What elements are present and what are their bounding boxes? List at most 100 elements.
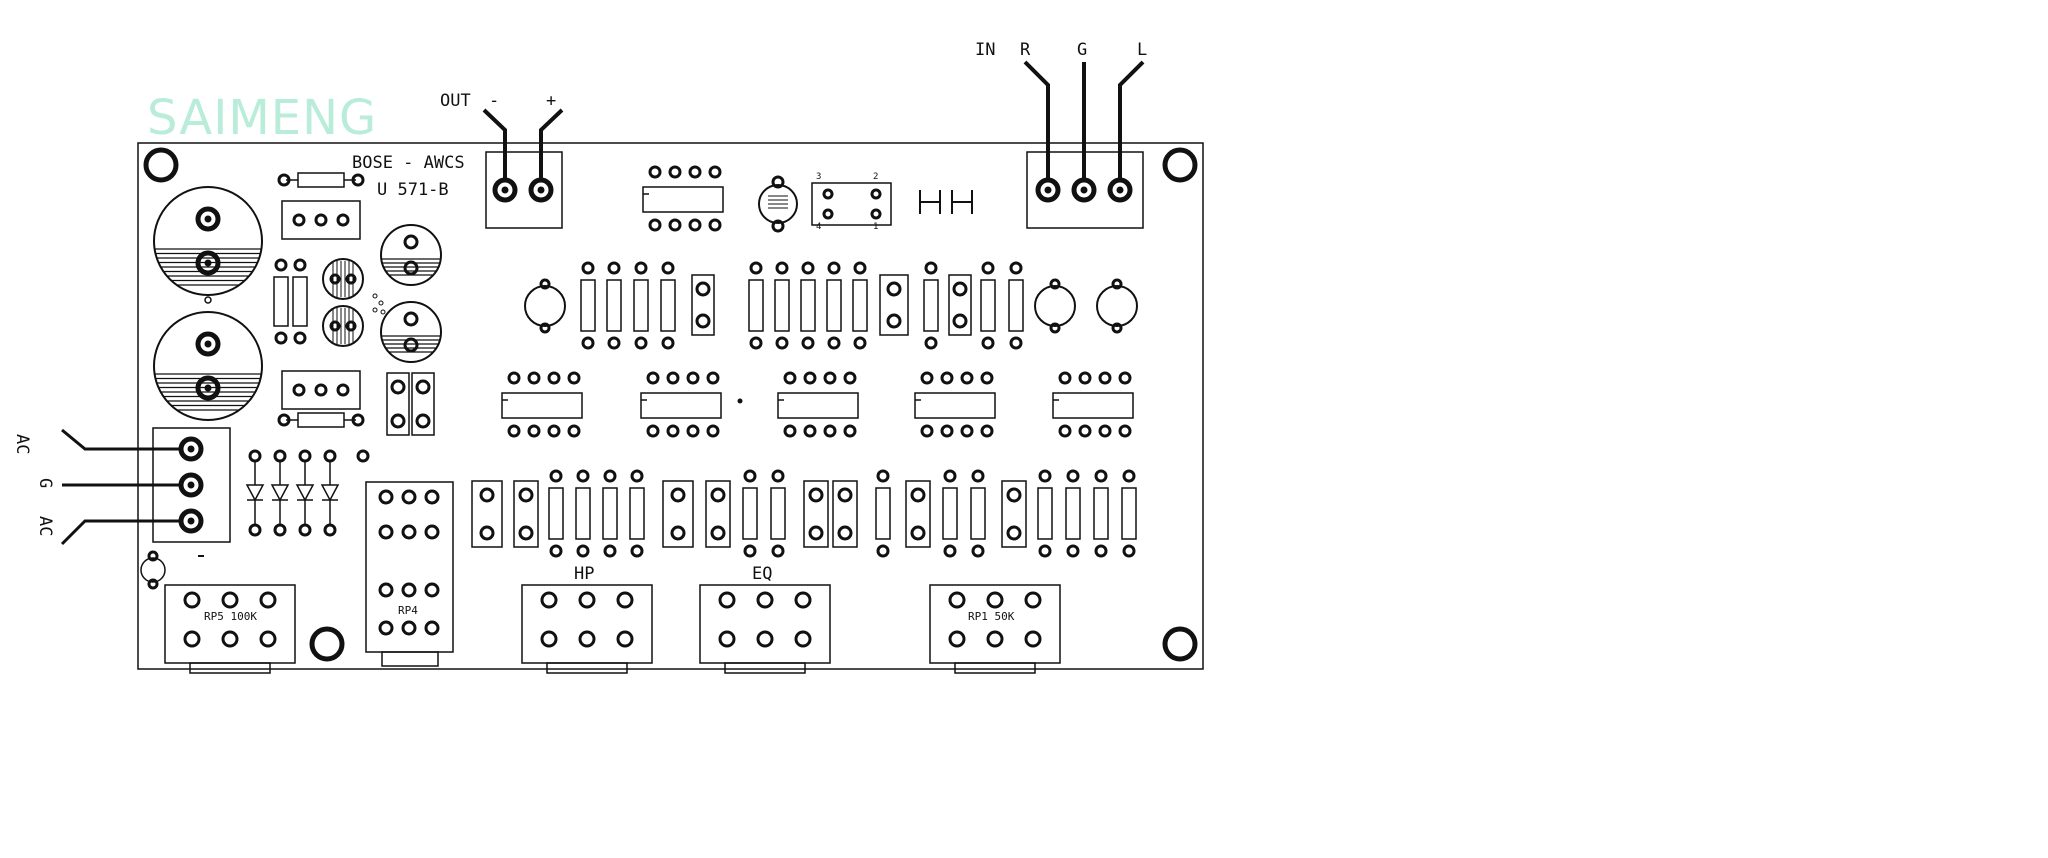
pot-rp4-pad xyxy=(424,620,440,636)
via-dot xyxy=(372,293,378,299)
ic-u7-pad-bot xyxy=(940,424,954,438)
ic-u4-pad-top xyxy=(527,371,541,385)
cap-c6-body xyxy=(322,305,364,347)
resistor-top-a3-pad-bot xyxy=(661,336,675,350)
regulator-u1-pad xyxy=(314,213,328,227)
resistor-bot-a3-pad-top xyxy=(630,469,644,483)
resistor-bot-d0-pad-top xyxy=(943,469,957,483)
jumper-bot-3-pad xyxy=(670,525,686,541)
resistor-r1-pad xyxy=(351,173,365,187)
jumper-bot-6-pad xyxy=(837,487,853,503)
trimmer-pad xyxy=(771,175,785,189)
regulator-u1-body xyxy=(281,200,361,240)
pot-hp-pad xyxy=(578,630,596,648)
ic-u4-pad-bot xyxy=(547,424,561,438)
diode-d3-pad-bot xyxy=(298,523,312,537)
pot-eq-pad xyxy=(718,630,736,648)
resistor-top-b1-body xyxy=(774,279,790,332)
transistor-q2-pad xyxy=(1049,278,1061,290)
resistor-bot-b1-pad-top xyxy=(771,469,785,483)
resistor-top-d0-body xyxy=(980,279,996,332)
cap-c1-pad-2-hole xyxy=(204,259,212,267)
pot-eq-pad xyxy=(718,591,736,609)
ic-u8-pad-bot xyxy=(1118,424,1132,438)
resistor-bot-a3-body xyxy=(629,487,645,540)
ac-wire-1 xyxy=(61,428,181,451)
ic-u5-pad-bot xyxy=(686,424,700,438)
pot-rp4-pad xyxy=(378,489,394,505)
pot-rp4-pad xyxy=(378,524,394,540)
resistor-bot-c-pad-top xyxy=(876,469,890,483)
resistor-bot-b0-body xyxy=(742,487,758,540)
cap-c4-body xyxy=(380,301,442,363)
ic-u7-pad-bot xyxy=(980,424,994,438)
via-dot xyxy=(378,300,384,306)
ic-u6-pad-bot xyxy=(823,424,837,438)
transistor-q3-pad xyxy=(1111,322,1123,334)
cap-c3-body xyxy=(380,224,442,286)
jumper-bot-8-pad xyxy=(1006,525,1022,541)
ic-u8-pad-bot xyxy=(1098,424,1112,438)
jumper-bot-3-pad xyxy=(670,487,686,503)
ic-u6-pad-top xyxy=(843,371,857,385)
resistor-top-b1-pad-bot xyxy=(775,336,789,350)
ic-u3-pad-bot xyxy=(648,218,662,232)
cap-c2-pad-1-hole xyxy=(204,340,212,348)
resistor-top-d1-body xyxy=(1008,279,1024,332)
in-pad-r-hole xyxy=(1044,186,1052,194)
relay-pad xyxy=(870,188,882,200)
pin-mark-2: 2 xyxy=(873,172,879,182)
resistor-bot-e3-pad-top xyxy=(1122,469,1136,483)
ic-u5-body xyxy=(640,392,722,419)
resistor-top-b1-pad-top xyxy=(775,261,789,275)
jumper-bot-6-pad xyxy=(837,525,853,541)
ac-top-label: AC xyxy=(12,434,32,455)
jumper-top-b-body xyxy=(879,274,909,336)
pot-rp5-pad xyxy=(259,630,277,648)
jumper-bot-1-pad xyxy=(479,525,495,541)
ic-u3-pad-top xyxy=(708,165,722,179)
resistor-top-a3-body xyxy=(660,279,676,332)
ic-u4-pad-top xyxy=(547,371,561,385)
jumper-top-a-pad xyxy=(695,281,711,297)
cap-c2-pad-2-hole xyxy=(204,384,212,392)
resistor-bot-b1-body xyxy=(770,487,786,540)
ic-u6-pad-bot xyxy=(783,424,797,438)
resistor-top-b0-pad-top xyxy=(749,261,763,275)
resistor-r2-body xyxy=(297,412,345,428)
resistor-top-b3-body xyxy=(826,279,842,332)
ac-ground-label: G xyxy=(35,478,55,489)
in-l-label: L xyxy=(1137,40,1148,60)
resistor-rv1-body xyxy=(273,276,289,327)
ic-u6-pad-bot xyxy=(843,424,857,438)
pot-rp1-pad xyxy=(986,630,1004,648)
relay-pad xyxy=(822,188,834,200)
jumper-top-a-pad xyxy=(695,313,711,329)
resistor-bot-e1-pad-top xyxy=(1066,469,1080,483)
resistor-top-b3-pad-top xyxy=(827,261,841,275)
in-g-label: G xyxy=(1077,40,1088,60)
transistor-q1-body xyxy=(524,285,566,327)
pot-rp5-pad xyxy=(221,591,239,609)
ic-u3-pad-top xyxy=(668,165,682,179)
resistor-top-a1-body xyxy=(606,279,622,332)
pot-rp1-pad xyxy=(1024,591,1042,609)
resistor-top-b0-pad-bot xyxy=(749,336,763,350)
resistor-bot-e1-pad-bot xyxy=(1066,544,1080,558)
ic-u7-pad-top xyxy=(920,371,934,385)
jumper-top-c-pad xyxy=(952,281,968,297)
ic-u3-pad-top xyxy=(648,165,662,179)
watermark-text: SAIMENG xyxy=(147,90,378,146)
resistor-r1-body xyxy=(297,172,345,188)
pot-hp-label: HP xyxy=(574,564,595,584)
ic-u8-pad-bot xyxy=(1058,424,1072,438)
pot-hp-tab xyxy=(546,662,628,674)
pcb-board-outline xyxy=(137,142,1204,670)
cap-c1-pad-1 xyxy=(195,206,221,232)
in-pad-g-hole xyxy=(1080,186,1088,194)
resistor-bot-a0-pad-bot xyxy=(549,544,563,558)
jumper-top-b-pad xyxy=(886,281,902,297)
jumper-bot-2-body xyxy=(513,480,539,548)
out-plus-label: + xyxy=(546,91,557,111)
